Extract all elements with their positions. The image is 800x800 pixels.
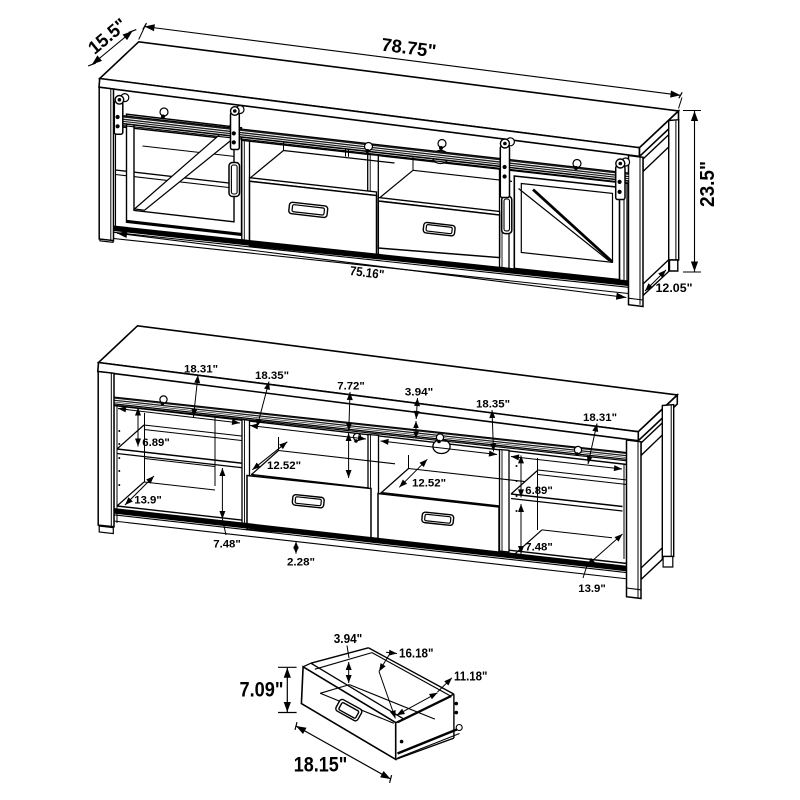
svg-text:12.52": 12.52"	[412, 478, 446, 490]
svg-text:12.52": 12.52"	[267, 460, 301, 472]
svg-text:7.48": 7.48"	[525, 542, 553, 554]
svg-text:7.72": 7.72"	[337, 381, 365, 393]
svg-text:23.5": 23.5"	[697, 161, 719, 207]
svg-text:7.09": 7.09"	[240, 679, 284, 702]
svg-text:6.89": 6.89"	[525, 485, 553, 497]
svg-text:75.16": 75.16"	[349, 263, 385, 282]
svg-text:3.94": 3.94"	[405, 387, 434, 399]
svg-text:18.31": 18.31"	[184, 364, 218, 376]
svg-text:18.35": 18.35"	[255, 370, 289, 382]
svg-text:13.9": 13.9"	[134, 495, 162, 507]
svg-text:18.35": 18.35"	[476, 399, 510, 411]
svg-text:11.18": 11.18"	[454, 669, 488, 684]
svg-text:7.48": 7.48"	[213, 539, 241, 551]
svg-text:18.15": 18.15"	[294, 754, 348, 777]
svg-text:3.94": 3.94"	[334, 631, 363, 646]
svg-text:6.89": 6.89"	[142, 437, 170, 449]
svg-text:18.31": 18.31"	[583, 412, 617, 424]
svg-text:12.05": 12.05"	[656, 283, 693, 295]
svg-text:13.9": 13.9"	[578, 583, 606, 595]
svg-text:2.28": 2.28"	[287, 557, 315, 569]
svg-text:16.18": 16.18"	[399, 646, 434, 661]
